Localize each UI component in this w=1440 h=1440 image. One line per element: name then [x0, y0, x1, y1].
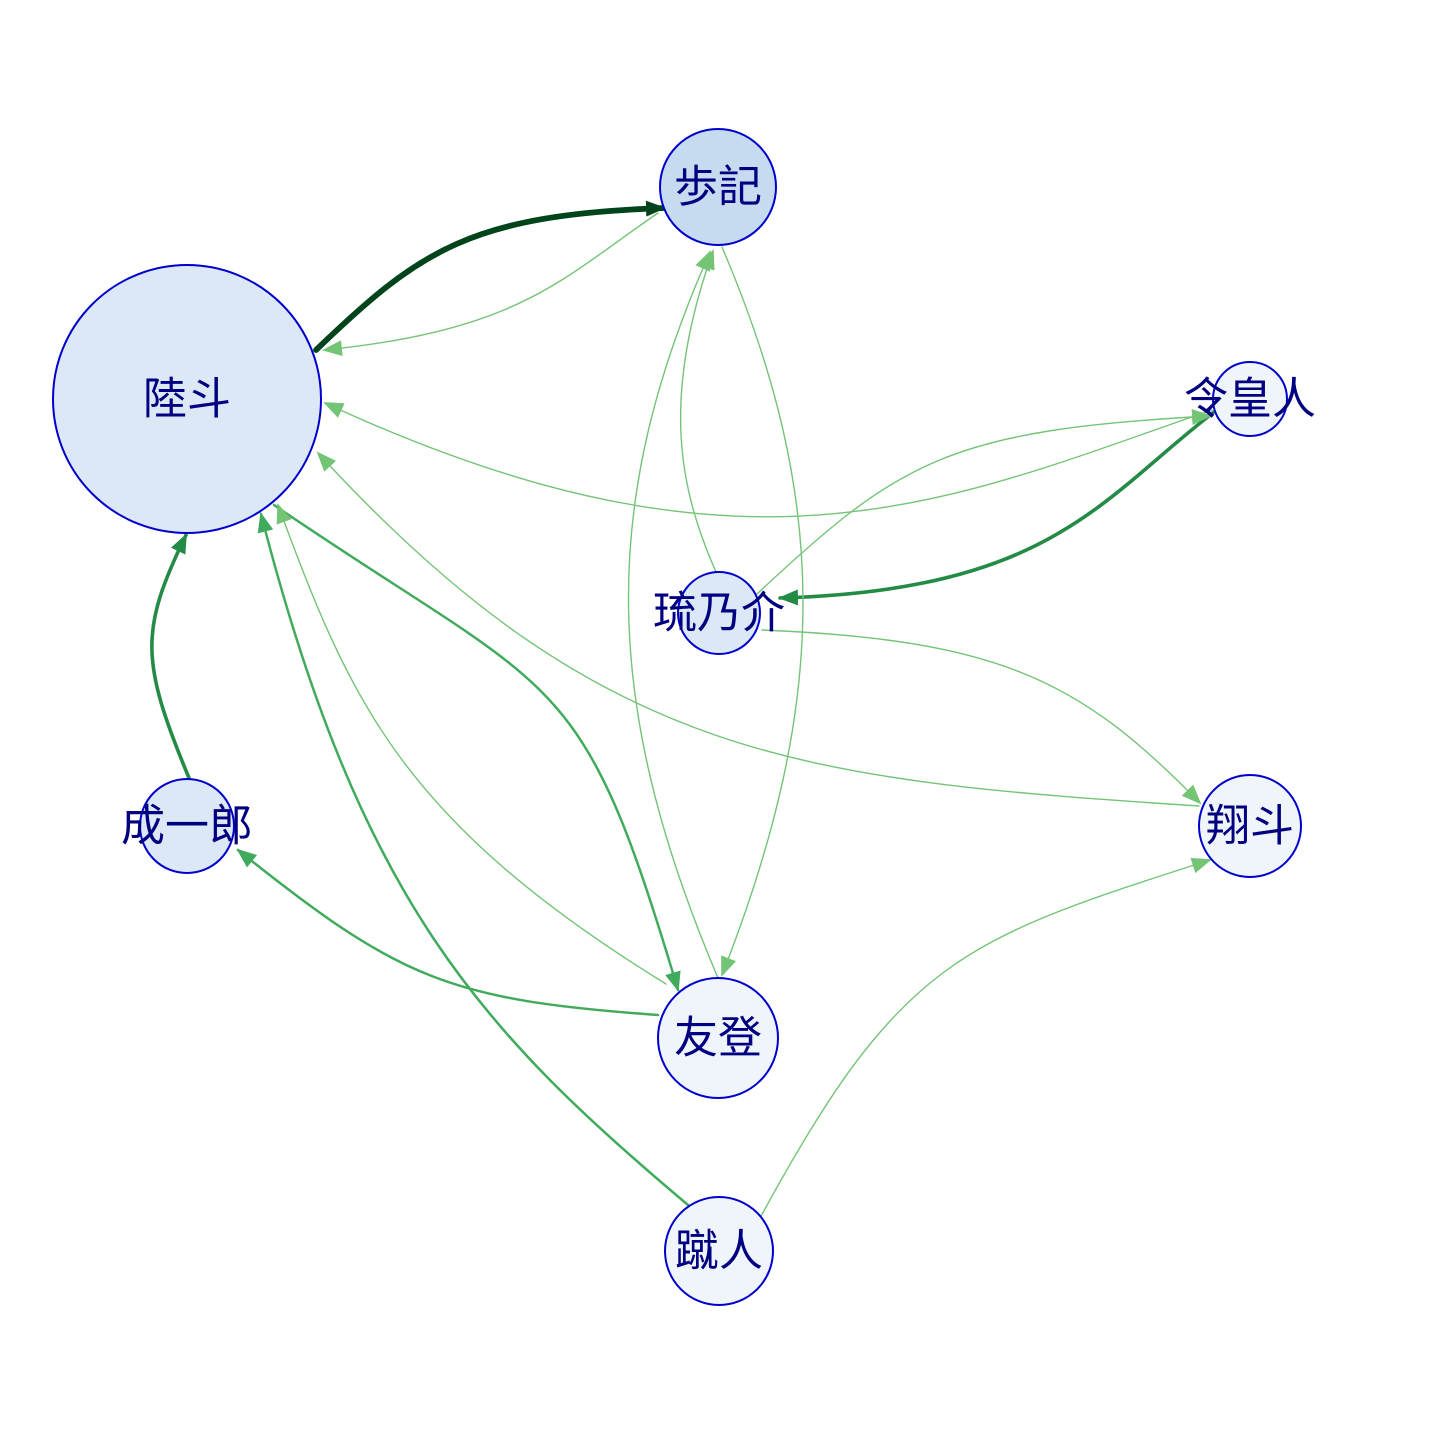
node-label-shuto: 蹴人 [675, 1226, 763, 1277]
node-circle-shoto [1198, 774, 1302, 878]
node-reiko[interactable]: 令皇人 [1184, 361, 1316, 437]
node-circle-runosuke [677, 571, 761, 655]
edge-tomo-seiichiro [236, 848, 660, 1017]
node-label-rikuto: 陸斗 [143, 374, 231, 425]
node-seiichiro[interactable]: 成一郎 [121, 778, 253, 874]
node-rikuto[interactable]: 陸斗 [52, 264, 322, 534]
node-circle-reiko [1212, 361, 1288, 437]
node-shuto[interactable]: 蹴人 [664, 1196, 774, 1306]
edge-reiko-runosuke [778, 410, 1216, 606]
node-shoto[interactable]: 翔斗 [1198, 774, 1302, 878]
edge-ayuki-rikuto [322, 212, 659, 357]
node-runosuke[interactable]: 琉乃介 [653, 571, 785, 655]
edge-runosuke-ayuki [679, 249, 717, 573]
node-circle-shuto [664, 1196, 774, 1306]
edge-seiichiro-rikuto [150, 533, 191, 780]
edge-shoto-rikuto [316, 451, 1200, 807]
edge-shuto-rikuto [257, 512, 690, 1207]
edge-ayuki-tomo [721, 246, 804, 977]
edge-rikuto-ayuki [313, 200, 667, 353]
node-tomo[interactable]: 友登 [657, 977, 779, 1099]
edge-layer [150, 200, 1216, 1219]
node-label-shoto: 翔斗 [1206, 801, 1294, 852]
node-circle-seiichiro [139, 778, 235, 874]
edge-rikuto-tomo [272, 503, 681, 992]
node-label-ayuki: 歩記 [674, 162, 762, 213]
edge-tomo-ayuki [627, 250, 719, 979]
edge-reiko-rikuto [323, 402, 1213, 518]
node-label-seiichiro: 成一郎 [121, 801, 253, 852]
node-circle-rikuto [52, 264, 322, 534]
edge-shuto-shoto [759, 857, 1212, 1219]
node-label-reiko: 令皇人 [1184, 374, 1316, 425]
node-label-tomo: 友登 [674, 1013, 762, 1064]
node-ayuki[interactable]: 歩記 [659, 128, 777, 246]
edge-tomo-rikuto [276, 503, 667, 985]
edge-runosuke-shoto [761, 629, 1202, 805]
node-label-runosuke: 琉乃介 [653, 588, 785, 639]
node-circle-tomo [657, 977, 779, 1099]
edge-runosuke-reiko [756, 408, 1212, 595]
node-circle-ayuki [659, 128, 777, 246]
